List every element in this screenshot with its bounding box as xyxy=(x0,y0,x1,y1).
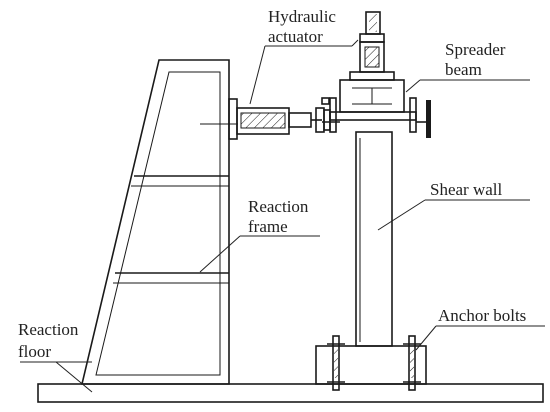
leader-hydraulic xyxy=(249,39,359,105)
shear-wall xyxy=(355,131,393,347)
anchor-bolt-left xyxy=(327,335,345,391)
anchor-bolt-right xyxy=(403,335,421,391)
label-reaction-floor-line1: Reaction xyxy=(18,320,79,339)
leader-reaction-floor xyxy=(20,361,93,393)
label-reaction-floor-line2: floor xyxy=(18,342,51,361)
foundation-block xyxy=(315,345,427,385)
leader-shear-wall xyxy=(377,199,530,231)
label-spreader-line2: beam xyxy=(445,60,482,79)
label-reaction-frame-line1: Reaction xyxy=(248,197,309,216)
leader-reaction-frame xyxy=(199,235,320,273)
label-hydraulic-line1: Hydraulic xyxy=(268,7,336,26)
vertical-actuator xyxy=(349,11,395,81)
leader-anchor-bolts xyxy=(415,325,545,351)
label-anchor-bolts: Anchor bolts xyxy=(438,306,526,325)
hydraulic-actuator xyxy=(200,97,331,140)
reaction-floor xyxy=(37,383,544,403)
spreader-beam xyxy=(322,79,431,138)
label-reaction-frame-line2: frame xyxy=(248,217,288,236)
reaction-frame xyxy=(80,59,230,385)
label-hydraulic-line2: actuator xyxy=(268,27,323,46)
label-spreader-line1: Spreader xyxy=(445,40,506,59)
label-shear-wall: Shear wall xyxy=(430,180,503,199)
leader-spreader xyxy=(405,79,530,93)
